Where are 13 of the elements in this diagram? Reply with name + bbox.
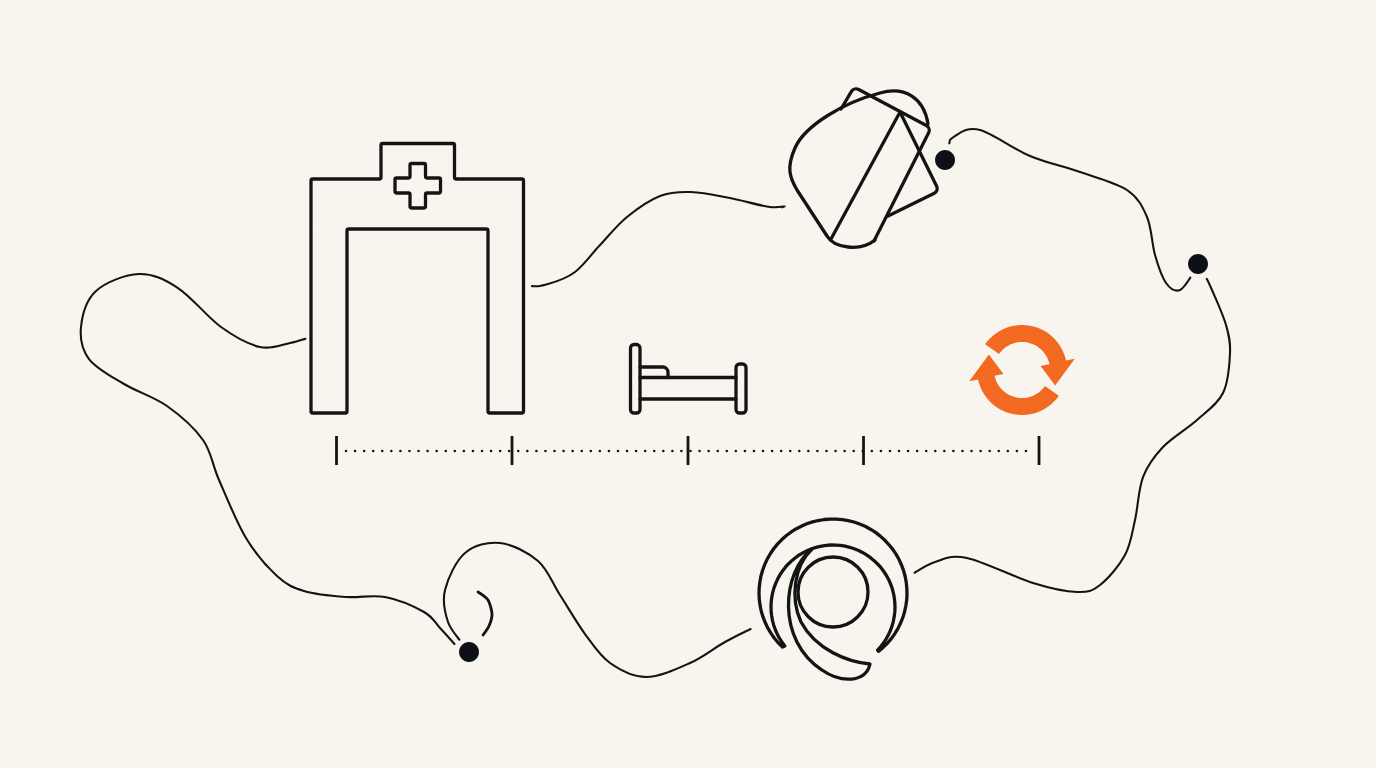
bed-icon	[628, 342, 748, 415]
dot	[459, 642, 479, 662]
wavy-line	[913, 277, 1232, 594]
dot	[935, 150, 955, 170]
wavy-line	[948, 128, 1192, 292]
cushion-icon	[788, 87, 939, 249]
hospital-icon	[309, 141, 526, 415]
refresh-icon	[969, 325, 1075, 415]
wavy-line	[442, 541, 752, 679]
dot	[1188, 254, 1208, 274]
swirl-icon	[757, 517, 909, 681]
wavy-line	[530, 190, 786, 288]
wavy-line	[79, 272, 456, 646]
